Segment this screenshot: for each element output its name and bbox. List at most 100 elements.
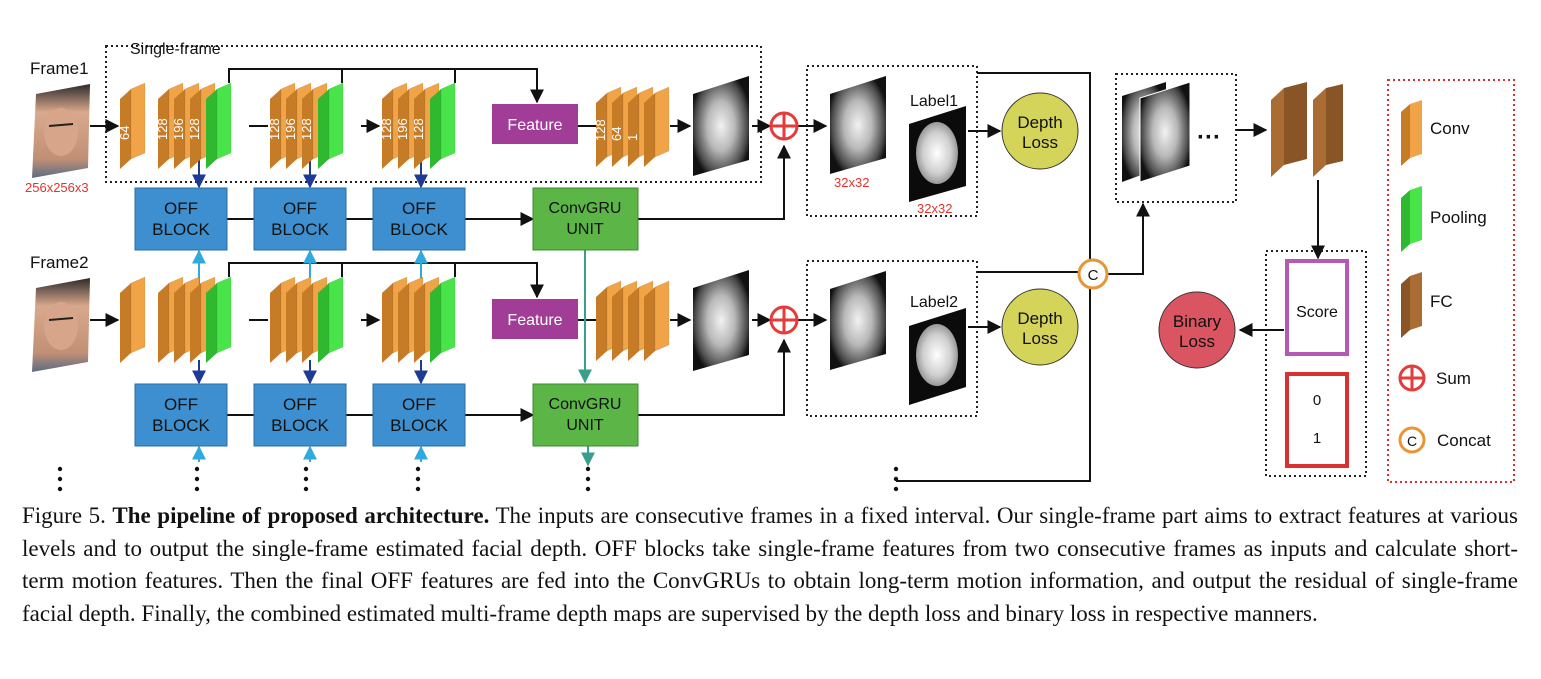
stack-ellipsis: ··· bbox=[1197, 124, 1221, 151]
fc-layer-2 bbox=[1313, 84, 1343, 177]
svg-text:ConvGRU: ConvGRU bbox=[549, 396, 622, 413]
svg-text:Loss: Loss bbox=[1179, 332, 1215, 351]
conv-first-row2 bbox=[120, 276, 146, 363]
legend-fc: FC bbox=[1401, 272, 1453, 338]
caption-prefix: Figure 5. bbox=[22, 503, 106, 528]
svg-text:UNIT: UNIT bbox=[566, 221, 604, 238]
svg-text:196: 196 bbox=[283, 118, 298, 140]
off-block-r2-2: OFF BLOCK bbox=[253, 383, 347, 447]
svg-text:Loss: Loss bbox=[1022, 329, 1058, 348]
depth-loss-2: Depth Loss bbox=[1001, 288, 1079, 366]
binary-output-box: 0 1 bbox=[1285, 372, 1349, 468]
depth-output-box-1 bbox=[806, 65, 978, 217]
legend-pooling: Pooling bbox=[1401, 186, 1487, 252]
svg-text:OFF: OFF bbox=[402, 199, 436, 218]
svg-text:OFF: OFF bbox=[283, 395, 317, 414]
svg-text:Score: Score bbox=[1296, 304, 1338, 321]
svg-text:Depth: Depth bbox=[1017, 309, 1062, 328]
label1-face-mask bbox=[916, 122, 958, 184]
svg-text:Depth: Depth bbox=[1017, 113, 1062, 132]
svg-text:C: C bbox=[1088, 267, 1099, 284]
svg-text:196: 196 bbox=[395, 118, 410, 140]
svg-text:128: 128 bbox=[411, 118, 426, 140]
multi-frame-stack-box bbox=[1115, 73, 1237, 203]
frame2-label: Frame2 bbox=[30, 253, 89, 272]
fc-layer-1 bbox=[1271, 82, 1307, 177]
off-block-r1-3: OFF BLOCK bbox=[372, 187, 466, 251]
svg-text:FC: FC bbox=[1430, 292, 1453, 311]
label-size-text: 32x32 bbox=[917, 201, 952, 216]
svg-text:Binary: Binary bbox=[1173, 312, 1222, 331]
svg-text:Pooling: Pooling bbox=[1430, 208, 1487, 227]
svg-text:BLOCK: BLOCK bbox=[390, 220, 448, 239]
single-frame-label: Single-frame bbox=[130, 41, 221, 58]
pooling-layer-r1-b3 bbox=[430, 82, 456, 169]
depth-output-box-2 bbox=[806, 260, 978, 417]
multi-frame-depth-2 bbox=[830, 271, 886, 370]
feature-box-1: Feature bbox=[492, 104, 578, 144]
continuation-dots-6 bbox=[893, 466, 899, 492]
caption-body: The inputs are consecutive frames in a f… bbox=[22, 503, 1519, 626]
input-size-label: 256x256x3 bbox=[25, 180, 89, 195]
pooling-layer-r1-b1 bbox=[206, 82, 232, 169]
svg-text:Concat: Concat bbox=[1437, 431, 1491, 450]
conv-first-row1: 64 bbox=[117, 82, 146, 169]
svg-text:Loss: Loss bbox=[1022, 133, 1058, 152]
single-frame-depth-1 bbox=[693, 76, 749, 176]
stacked-depth-maps bbox=[1122, 81, 1191, 183]
legend-concat: C Concat bbox=[1398, 426, 1491, 454]
multi-frame-depth-1 bbox=[830, 76, 886, 174]
svg-text:64: 64 bbox=[609, 127, 624, 141]
svg-text:OFF: OFF bbox=[283, 199, 317, 218]
svg-text:128: 128 bbox=[379, 118, 394, 140]
off-block-r1-1: OFF BLOCK bbox=[134, 187, 228, 251]
svg-text:Conv: Conv bbox=[1430, 119, 1470, 138]
pooling-layer-r1-b2 bbox=[318, 82, 344, 169]
svg-text:BLOCK: BLOCK bbox=[271, 220, 329, 239]
off-block-r1-2: OFF BLOCK bbox=[253, 187, 347, 251]
convgru-unit-2: ConvGRU UNIT bbox=[532, 383, 639, 447]
svg-text:OFF: OFF bbox=[402, 395, 436, 414]
pooling-layer-r2-b3 bbox=[430, 276, 456, 363]
svg-text:128: 128 bbox=[187, 118, 202, 140]
legend-box bbox=[1387, 79, 1515, 483]
svg-text:1: 1 bbox=[625, 134, 640, 141]
svg-text:Sum: Sum bbox=[1436, 369, 1471, 388]
svg-text:BLOCK: BLOCK bbox=[152, 220, 210, 239]
feature-box-2: Feature bbox=[492, 299, 578, 339]
label1-text: Label1 bbox=[910, 93, 958, 110]
label2-text: Label2 bbox=[910, 294, 958, 311]
svg-text:ConvGRU: ConvGRU bbox=[549, 200, 622, 217]
score-box: Score bbox=[1285, 259, 1349, 356]
single-frame-depth-2 bbox=[693, 270, 749, 371]
svg-text:BLOCK: BLOCK bbox=[152, 416, 210, 435]
label2-face-mask bbox=[916, 324, 958, 386]
continuation-dots-2 bbox=[194, 466, 200, 492]
svg-text:Feature: Feature bbox=[507, 117, 562, 134]
legend-sum: Sum bbox=[1398, 364, 1471, 392]
svg-text:128: 128 bbox=[267, 118, 282, 140]
score-value-1: 1 bbox=[1313, 430, 1321, 447]
svg-text:OFF: OFF bbox=[164, 199, 198, 218]
svg-text:64: 64 bbox=[117, 126, 132, 140]
svg-text:OFF: OFF bbox=[164, 395, 198, 414]
depth-map-size-label: 32x32 bbox=[834, 175, 869, 190]
svg-text:128: 128 bbox=[593, 119, 608, 141]
off-block-r2-1: OFF BLOCK bbox=[134, 383, 228, 447]
svg-text:Feature: Feature bbox=[507, 312, 562, 329]
legend-conv: Conv bbox=[1401, 100, 1470, 166]
sum-symbol-1 bbox=[769, 111, 799, 141]
convgru-unit-1: ConvGRU UNIT bbox=[532, 187, 639, 251]
depth-loss-1: Depth Loss bbox=[1001, 92, 1079, 170]
pooling-layer-r2-b2 bbox=[318, 276, 344, 363]
frame1-face-image bbox=[32, 84, 90, 178]
figure-caption: Figure 5. The pipeline of proposed archi… bbox=[22, 500, 1518, 630]
continuation-dots-4 bbox=[415, 466, 421, 492]
continuation-dots-1 bbox=[57, 466, 63, 492]
sum-symbol-2 bbox=[769, 305, 799, 335]
svg-text:BLOCK: BLOCK bbox=[271, 416, 329, 435]
svg-text:128: 128 bbox=[299, 118, 314, 140]
head-conv-r1-4 bbox=[644, 86, 670, 167]
caption-title: The pipeline of proposed architecture. bbox=[112, 503, 490, 528]
